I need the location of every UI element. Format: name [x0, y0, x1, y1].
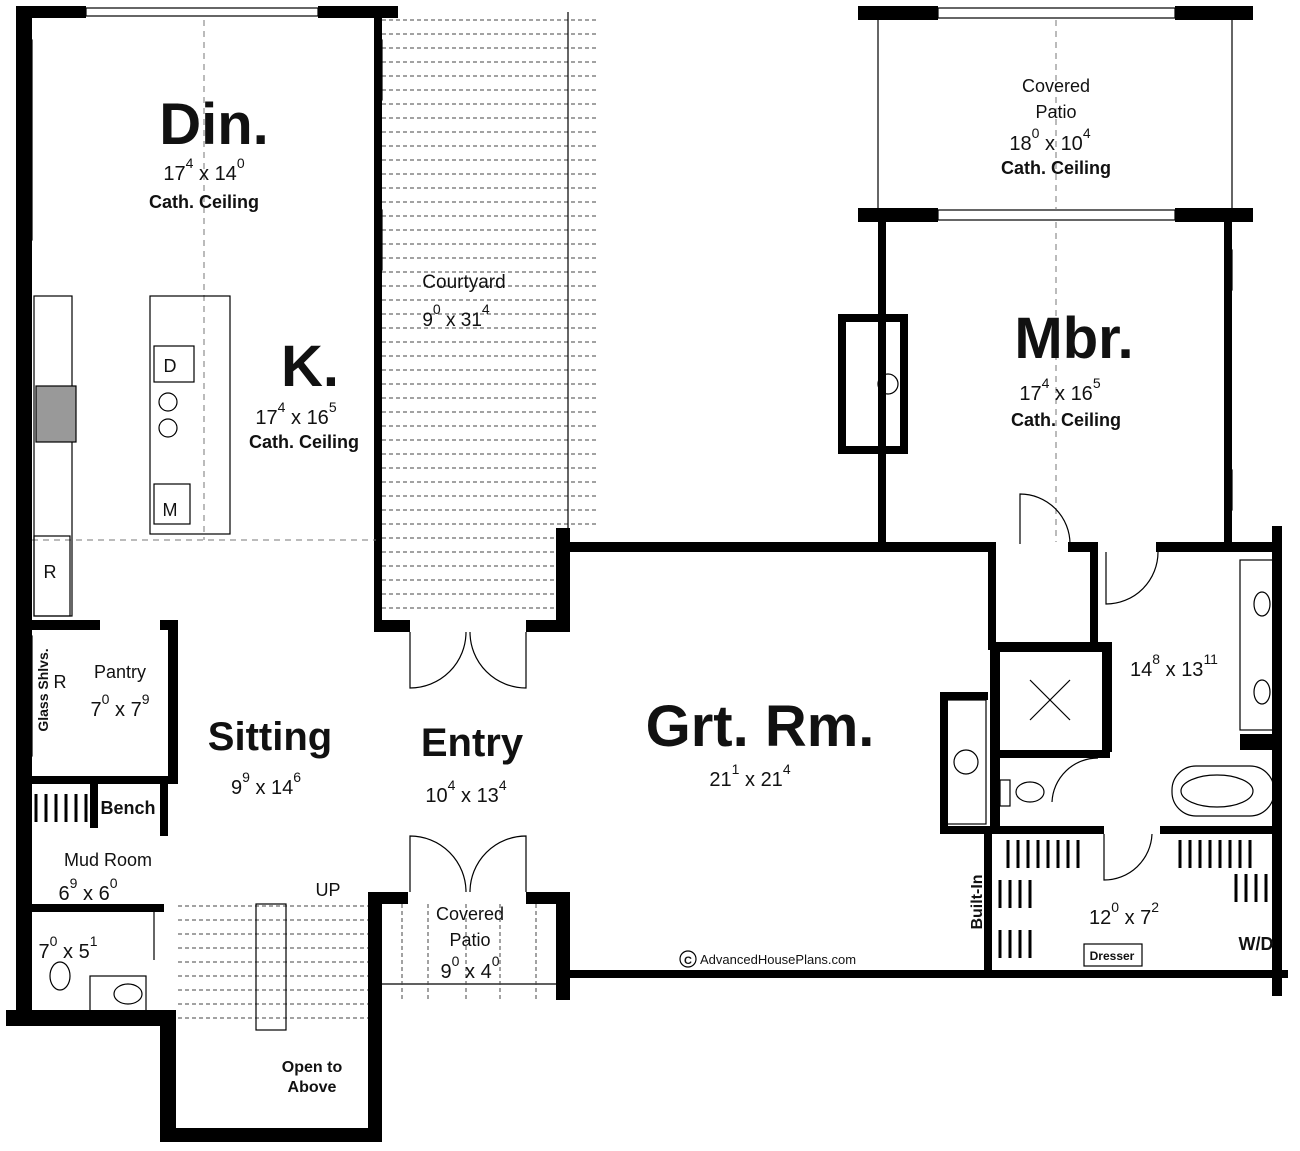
refrigerator-label: R: [44, 562, 57, 582]
covered-patio-top-name2: Patio: [1035, 102, 1076, 122]
covered-patio-top-name1: Covered: [1022, 76, 1090, 96]
open-to-above-line2: Above: [288, 1079, 337, 1096]
dresser-label: Dresser: [1090, 949, 1135, 963]
ceiling-lines: [32, 20, 1057, 542]
pantry-name: Pantry: [94, 662, 146, 682]
stair-labels: UP Open to Above: [282, 880, 343, 1096]
bath-fixtures: [49, 373, 1275, 1013]
covered-patio-top-note: Cath. Ceiling: [1001, 158, 1111, 178]
entry-dims: 104 x 134: [425, 777, 506, 807]
open-to-above-line1: Open to: [282, 1059, 343, 1076]
mud-room-dims: 69 x 60: [59, 875, 118, 905]
room-labels: Din. 174 x 140 Cath. Ceiling K. 174 x 16…: [39, 76, 1219, 983]
covered-patio-front-name1: Covered: [436, 904, 504, 924]
covered-patio-front-name2: Patio: [449, 930, 490, 950]
copyright-text: AdvancedHousePlans.com: [700, 952, 856, 967]
kitchen-fixtures: [33, 295, 231, 617]
built-in-label: Built-In: [969, 874, 986, 929]
washer-dryer-label: W/D: [1239, 934, 1274, 954]
copyright-icon: [679, 950, 697, 968]
copyright-symbol: C: [684, 955, 692, 967]
dining-name: Din.: [159, 92, 269, 157]
sitting-dims: 99 x 146: [231, 769, 301, 799]
master-note: Cath. Ceiling: [1011, 410, 1121, 430]
dishwasher-label: D: [164, 356, 177, 376]
glass-shelves-label: Glass Shlvs.: [35, 648, 51, 731]
powder-dims: 70 x 51: [39, 933, 98, 963]
courtyard-deck: [382, 12, 598, 609]
kitchen-name: K.: [281, 334, 339, 399]
copyright: C AdvancedHousePlans.com: [679, 950, 856, 968]
stairs-up-label: UP: [315, 880, 340, 900]
kitchen-dims: 174 x 165: [255, 399, 336, 429]
kitchen-note: Cath. Ceiling: [249, 432, 359, 452]
fixture-labels: D M R R Glass Shlvs. Bench Built-In Dres…: [35, 356, 1274, 967]
courtyard-name: Courtyard: [422, 272, 505, 293]
closet-rods: [34, 794, 1268, 958]
great-room-dims: 211 x 214: [709, 761, 790, 791]
windows: [25, 7, 1281, 1141]
entry-name: Entry: [421, 721, 524, 765]
pantry-refrigerator-label: R: [54, 672, 67, 692]
walls: [6, 6, 1288, 1142]
dining-dims: 174 x 140: [163, 155, 244, 185]
front-patio: [382, 904, 556, 1000]
master-bath-dims: 148 x 1311: [1130, 651, 1218, 681]
great-room-name: Grt. Rm.: [646, 694, 875, 759]
courtyard-dims: 90 x 314: [422, 301, 490, 331]
pantry-dims: 70 x 79: [91, 691, 150, 721]
master-dims: 174 x 165: [1019, 375, 1100, 405]
closet-dims: 120 x 72: [1089, 899, 1159, 929]
microwave-label: M: [163, 500, 178, 520]
covered-patio-top-dims: 180 x 104: [1009, 125, 1090, 155]
dining-note: Cath. Ceiling: [149, 192, 259, 212]
bench-label: Bench: [100, 798, 155, 818]
stairs: [178, 903, 368, 1031]
mud-room-name: Mud Room: [64, 850, 152, 870]
master-name: Mbr.: [1014, 306, 1133, 371]
sitting-name: Sitting: [208, 715, 332, 759]
doors: [153, 493, 1159, 960]
covered-patio-front-dims: 90 x 40: [441, 953, 500, 983]
